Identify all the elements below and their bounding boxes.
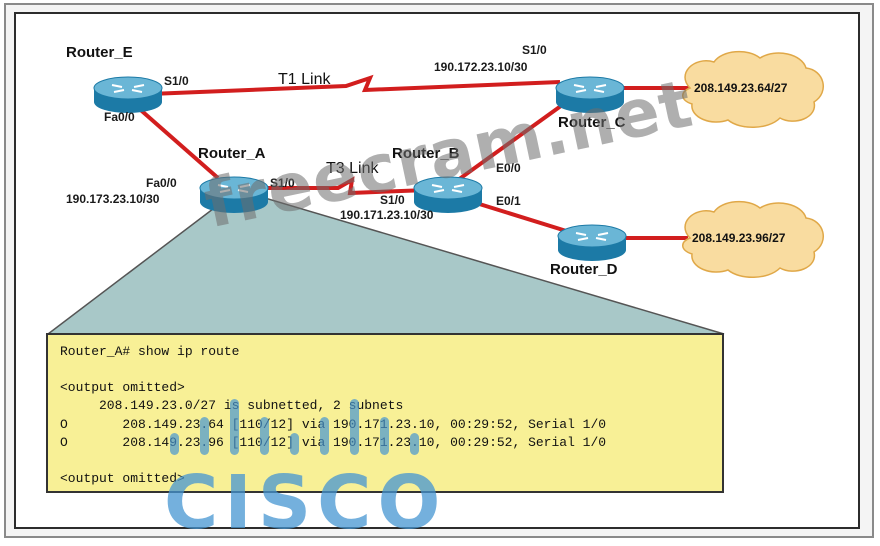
link-b-c (456, 96, 574, 182)
router-d-icon (557, 224, 627, 261)
router-c-s10-ip: 190.172.23.10/30 (434, 60, 528, 74)
router-b-e00-label: E0/0 (496, 161, 521, 175)
router-c-s10-label: S1/0 (522, 43, 547, 57)
t3-link-label: T3 Link (326, 160, 379, 177)
t1-link-label: T1 Link (278, 71, 331, 88)
router-a-s10-label: S1/0 (270, 176, 295, 190)
router-b-e01-label: E0/1 (496, 194, 521, 208)
router-b-name: Router_B (392, 145, 460, 162)
router-a-fa00-ip: 190.173.23.10/30 (66, 192, 160, 206)
terminal-line: 208.149.23.0/27 is subnetted, 2 subnets (99, 398, 404, 413)
network-d-label: 208.149.23.96/27 (692, 231, 786, 245)
router-e-fa00-label: Fa0/0 (104, 110, 135, 124)
router-a-name: Router_A (198, 145, 266, 162)
router-a-fa00-label: Fa0/0 (146, 176, 177, 190)
router-d-name: Router_D (550, 261, 618, 278)
link-e-a (133, 103, 220, 180)
router-b-s10-ip: 190.171.23.10/30 (340, 208, 434, 222)
cisco-logo-bars (170, 395, 420, 455)
router-a-icon (199, 176, 269, 213)
router-c-name: Router_C (558, 114, 626, 131)
router-b-icon (413, 176, 483, 213)
network-c-label: 208.149.23.64/27 (694, 81, 788, 95)
router-c-icon (555, 76, 625, 113)
t1-link-line (149, 74, 561, 96)
t3-link-line (262, 176, 429, 196)
terminal-line: <output omitted> (60, 380, 185, 395)
cloud-d (682, 200, 824, 278)
cloud-c (682, 50, 824, 128)
router-e-s10-label: S1/0 (164, 74, 189, 88)
route-entry: O 208.149.23.64 [110/12] via 190.171.23.… (60, 417, 607, 432)
router-e-name: Router_E (66, 44, 133, 61)
router-b-s10-label: S1/0 (380, 193, 405, 207)
terminal-line: <output omitted> (60, 471, 185, 486)
terminal-line: Router_A# show ip route (60, 344, 240, 359)
links (133, 74, 690, 240)
router-e-icon (93, 76, 163, 113)
cisco-logo-word: CISCO (164, 460, 447, 546)
